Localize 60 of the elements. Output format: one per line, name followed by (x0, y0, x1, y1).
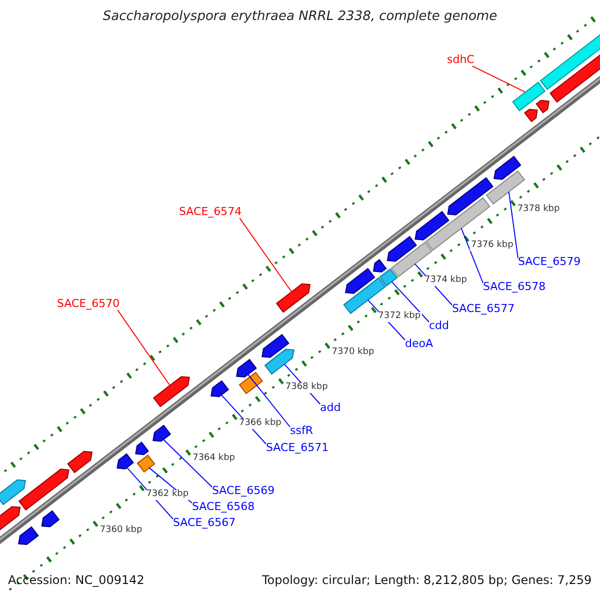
gene-feature (67, 450, 93, 474)
gene-label: ssfR (290, 425, 313, 438)
gene-feature (238, 372, 264, 394)
scale-label: 7366 kbp (238, 418, 282, 429)
footer-text: Accession: NC_009142 (8, 574, 144, 588)
gene-feature (262, 334, 290, 358)
gene-label: SACE_6579 (518, 256, 581, 268)
gene-label: SACE_6569 (212, 485, 275, 498)
gene-label: SACE_6570 (57, 298, 120, 310)
gene-feature (414, 210, 450, 240)
gene-feature (0, 506, 21, 530)
scale-label: 7364 kbp (192, 454, 236, 464)
scale-label: 7368 kbp (284, 383, 329, 394)
gene-feature (136, 454, 156, 473)
gene-feature (486, 170, 526, 205)
gene-feature (512, 82, 546, 112)
gene-feature (116, 453, 134, 470)
gene-label: sdhC (447, 54, 474, 66)
gene-label: add (320, 402, 341, 414)
gene-feature (494, 156, 522, 180)
leader-line (162, 438, 212, 488)
leader-line (472, 66, 526, 93)
gene-feature (386, 236, 417, 262)
gene-feature (447, 177, 494, 216)
leader-line (391, 281, 430, 322)
scale-label: 7362 kbp (145, 490, 190, 500)
gene-feature (264, 348, 294, 375)
title: Saccharopolyspora erythraea NRRL 2338, complete genome (102, 10, 498, 24)
gene-feature (152, 424, 172, 442)
gene-feature (210, 380, 230, 398)
gene-feature (0, 479, 26, 506)
leader-line (117, 310, 170, 386)
gene-label: SACE_6577 (452, 303, 515, 316)
scale-label: 7376 kbp (470, 240, 514, 251)
gene-label: SACE_6571 (266, 442, 329, 454)
gene-label: SACE_6567 (173, 517, 236, 530)
scale-label: 7372 kbp (377, 312, 422, 322)
gene-feature (135, 442, 149, 456)
leader-line (248, 374, 290, 428)
gene-feature (276, 283, 311, 313)
gene-feature (18, 526, 39, 546)
scale-label: 7370 kbp (330, 348, 376, 358)
gene-label: cdd (429, 320, 450, 332)
scale-label: 7374 kbp (424, 276, 468, 286)
gene-feature (345, 268, 376, 294)
gene-feature (152, 376, 190, 408)
scale-label: 7360 kbp (98, 526, 144, 536)
gene-feature (536, 100, 550, 114)
gene-label: SACE_6568 (192, 501, 255, 514)
gene-feature (524, 108, 538, 122)
footer-text: Topology: circular; Length: 8,212,805 bp; Genes: 7,259 (262, 574, 592, 588)
scale-label: 7378 kbp (516, 205, 561, 215)
gene-feature (18, 468, 70, 511)
gene-label: SACE_6578 (483, 281, 546, 294)
gene-feature (236, 358, 257, 378)
gene-label: deoA (405, 338, 434, 350)
gene-feature (379, 268, 398, 286)
gene-label: SACE_6574 (179, 206, 242, 218)
gene-feature (372, 259, 387, 273)
leader-line (239, 218, 292, 292)
